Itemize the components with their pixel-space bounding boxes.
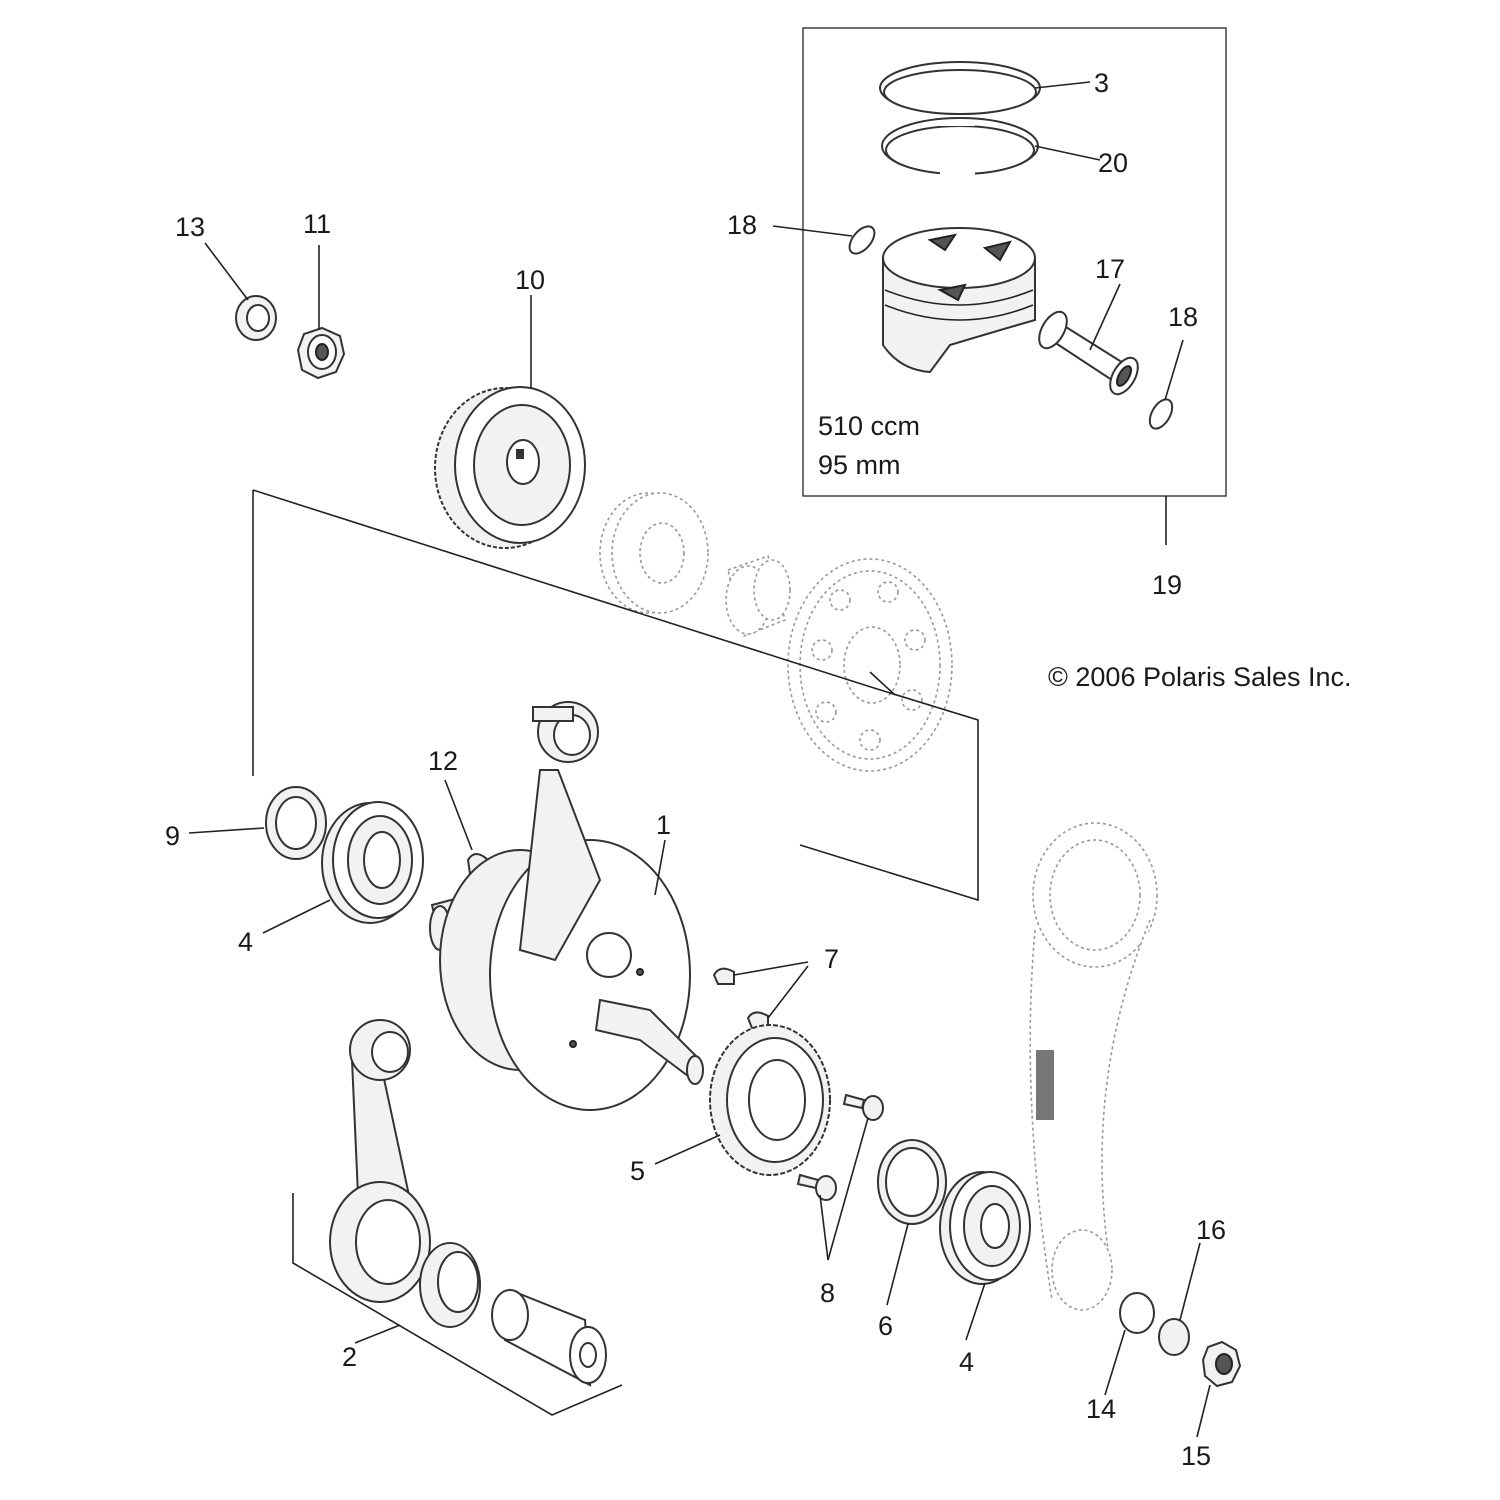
callout-13: 13 (175, 212, 205, 242)
callout-8: 8 (820, 1278, 835, 1308)
callout-16: 16 (1196, 1215, 1226, 1245)
nut-11 (296, 326, 346, 380)
callout-19: 19 (1152, 570, 1182, 600)
callout-9: 9 (165, 821, 180, 851)
assembly-frame (252, 489, 979, 902)
callout-17: 17 (1095, 254, 1125, 284)
timing-sprocket-5 (709, 1024, 831, 1176)
bore-note: 95 mm (818, 450, 901, 480)
bearing-4-right (939, 1171, 1031, 1285)
bearing-4-left (321, 801, 424, 924)
callout-11: 11 (303, 209, 331, 239)
callout-4-left: 4 (238, 927, 253, 957)
dotted-cam-chain (1029, 822, 1158, 1311)
thrust-washer-6 (877, 1139, 947, 1225)
wrist-pin (1038, 310, 1139, 396)
callout-18-right: 18 (1168, 302, 1198, 332)
callout-7: 7 (824, 944, 839, 974)
callout-20: 20 (1098, 148, 1128, 178)
circlip-14 (1119, 1292, 1155, 1334)
key-7-a (712, 967, 735, 985)
rod-kit-frame (292, 1193, 623, 1416)
callout-3: 3 (1094, 68, 1109, 98)
dotted-bearing (599, 492, 709, 614)
callout-10: 10 (515, 265, 545, 295)
piston-kit-box (802, 27, 1227, 545)
callout-2: 2 (342, 1342, 357, 1372)
crank-pin-2 (491, 1288, 607, 1387)
needle-bearing-2 (419, 1242, 481, 1328)
bolt-8-upper (842, 1093, 884, 1121)
callout-labels: 1 2 3 4 4 5 6 7 8 9 10 11 12 13 14 15 16… (165, 68, 1226, 1471)
piston-ring-top (879, 61, 1041, 115)
callout-18-left: 18 (727, 210, 757, 240)
callout-1: 1 (656, 810, 671, 840)
seal-13 (235, 295, 277, 341)
leader-lines (188, 81, 1211, 1438)
callout-15: 15 (1181, 1441, 1211, 1471)
callout-14: 14 (1086, 1394, 1116, 1424)
callout-5: 5 (630, 1156, 645, 1186)
copyright-note: © 2006 Polaris Sales Inc. (1048, 662, 1352, 692)
dotted-starter-gear (787, 558, 953, 772)
nut-15 (1201, 1340, 1242, 1388)
callout-6: 6 (878, 1311, 893, 1341)
displacement-note: 510 ccm (818, 411, 920, 441)
dotted-needle-bearing (725, 554, 791, 638)
washer-16 (1158, 1318, 1190, 1356)
piston-ring-second (881, 117, 1039, 177)
flywheel-sprocket-10 (434, 386, 586, 549)
circlip-right (1148, 398, 1174, 430)
circlip-left (848, 225, 876, 255)
callout-4-right: 4 (959, 1347, 974, 1377)
bolt-8-lower (796, 1173, 837, 1201)
piston (882, 227, 1036, 374)
callout-12: 12 (428, 746, 458, 776)
seal-9 (265, 786, 327, 860)
connecting-rod-2 (329, 1019, 431, 1303)
crankshaft-1 (429, 701, 704, 1111)
